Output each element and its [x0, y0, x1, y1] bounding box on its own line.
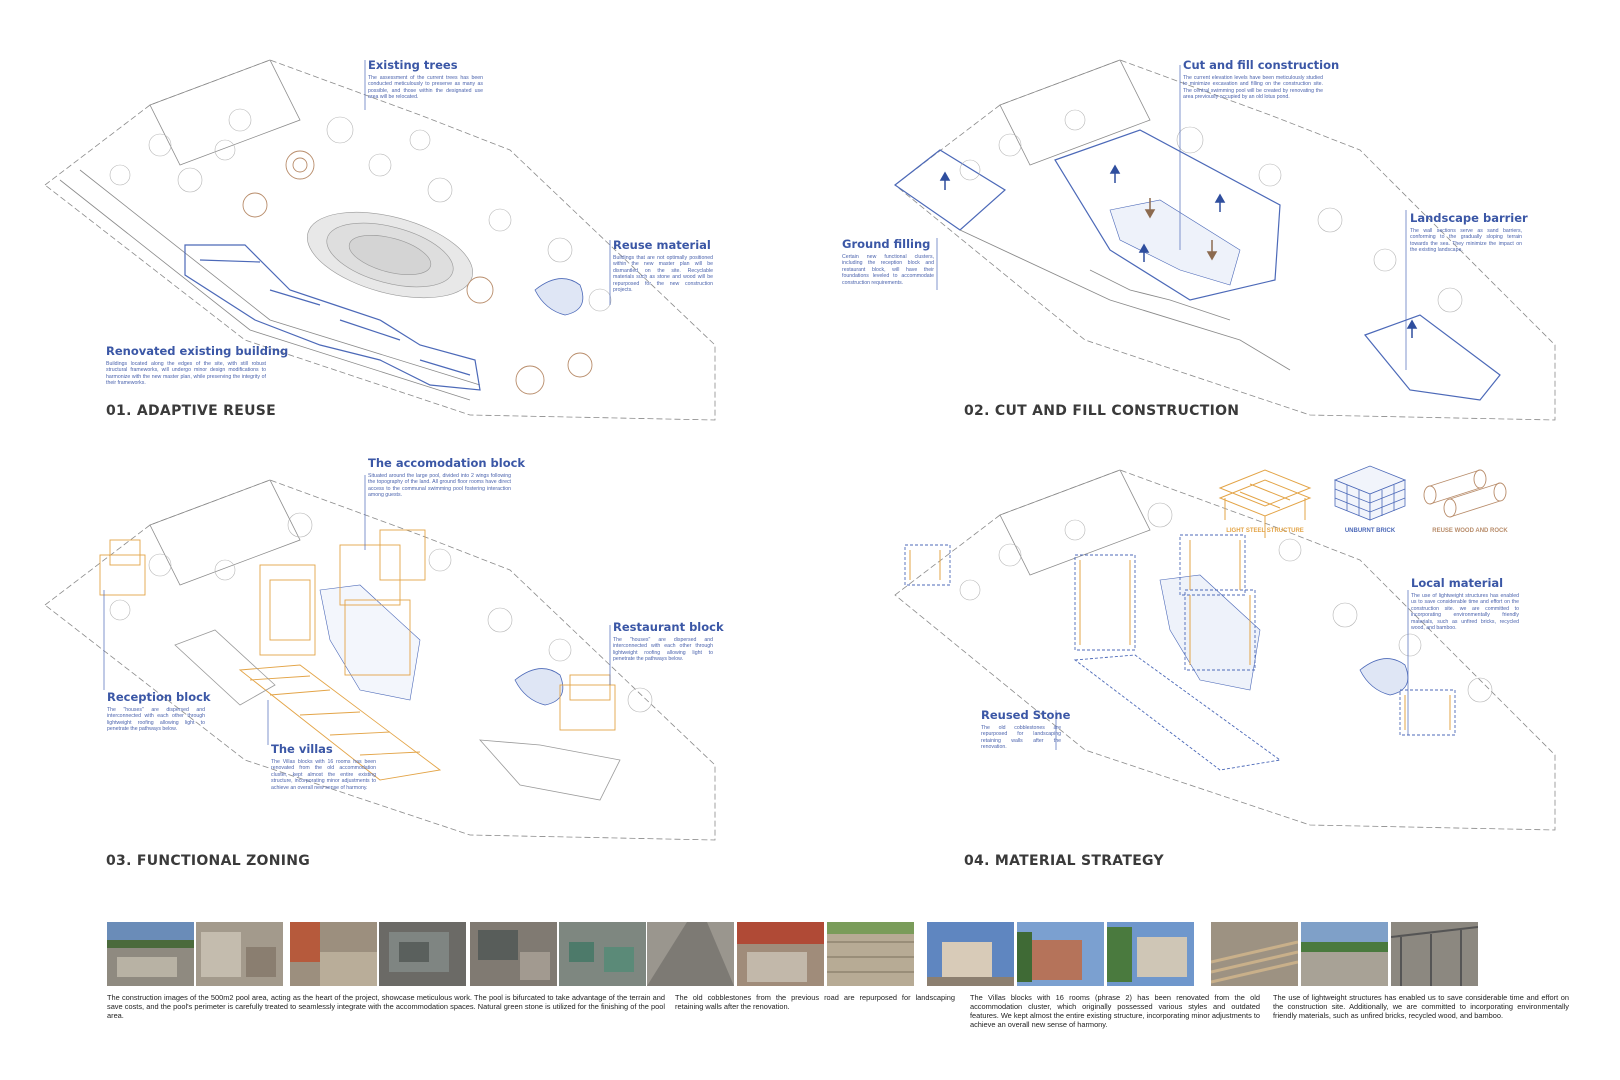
caption-lightweight-structures: The use of lightweight structures has en…: [1273, 993, 1569, 1020]
photo-pool-construction-5: [470, 922, 557, 986]
legend-light-steel-structure: LIGHT STEEL STRUCTURE: [1215, 528, 1315, 534]
legend-unburnt-brick: UNBURNT BRICK: [1320, 528, 1420, 534]
legend-light-steel-icon: [1218, 469, 1312, 538]
photo-cobblestone-1: [647, 922, 734, 986]
annotation-text: Certain new functional clusters, includi…: [842, 254, 934, 286]
adaptive-reuse-diagram: [44, 59, 716, 421]
annotation-text: The "houses" are dispersed and interconn…: [107, 707, 205, 733]
annotation-text: The old cobblestones are repurposed for …: [981, 725, 1061, 751]
annotation-heading: Reception block: [107, 690, 211, 704]
annotation-heading: Existing trees: [368, 58, 458, 72]
annotation-reused-stone: Reused Stone The old cobblestones are re…: [981, 708, 1071, 751]
caption-pool-construction: The construction images of the 500m2 poo…: [107, 993, 665, 1020]
photo-lightweight-1: [1211, 922, 1298, 986]
annotation-existing-trees: Existing trees The assessment of the cur…: [368, 58, 483, 101]
annotation-restaurant-block: Restaurant block The "houses" are disper…: [613, 620, 724, 663]
annotation-text: The wall sections serve as sand barriers…: [1410, 228, 1522, 254]
construction-photo-strip: [107, 922, 1562, 986]
annotation-landscape-barrier: Landscape barrier The wall sections serv…: [1410, 211, 1528, 254]
material-strategy-diagram: [894, 465, 1556, 831]
annotation-text: Situated around the large pool, divided …: [368, 473, 511, 499]
annotation-cut-and-fill-construction: Cut and fill construction The current el…: [1183, 58, 1340, 101]
panel-functional-zoning: The accomodation block Situated around t…: [0, 440, 810, 880]
annotation-heading: Local material: [1411, 576, 1504, 590]
annotation-text: Buildings located along the edges of the…: [106, 361, 266, 387]
annotation-text: The use of lightweight structures has en…: [1411, 593, 1519, 632]
legend-label: UNBURNT BRICK: [1344, 528, 1396, 534]
annotation-text: The "houses" are dispersed and interconn…: [613, 637, 713, 663]
panel-material-strategy: LIGHT STEEL STRUCTURE UNBURNT BRICK REUS…: [810, 440, 1620, 880]
annotation-reuse-material: Reuse material Buildings that are not op…: [613, 238, 713, 293]
panel-title: 02. CUT AND FILL CONSTRUCTION: [964, 403, 1240, 419]
annotation-local-material: Local material The use of lightweight st…: [1411, 576, 1519, 631]
legend-reuse-wood-and-rock: REUSE WOOD AND ROCK: [1420, 528, 1520, 534]
panel-cut-and-fill: Cut and fill construction The current el…: [810, 0, 1620, 440]
panel-adaptive-reuse: Existing trees The assessment of the cur…: [0, 0, 810, 440]
annotation-heading: The accomodation block: [368, 456, 526, 470]
functional-zoning-diagram: [44, 475, 716, 841]
photo-pool-construction-3: [290, 922, 377, 986]
annotation-heading: Landscape barrier: [1410, 211, 1528, 225]
caption-cobblestone: The old cobblestones from the previous r…: [675, 993, 955, 1011]
annotation-reception-block: Reception block The "houses" are dispers…: [107, 690, 211, 733]
annotation-the-villas: The villas The Villas blocks with 16 roo…: [271, 742, 376, 791]
legend-label: LIGHT STEEL STRUCTURE: [1226, 528, 1304, 534]
annotation-renovated-existing-building: Renovated existing building Buildings lo…: [106, 344, 289, 387]
annotation-heading: Restaurant block: [613, 620, 724, 634]
annotation-heading: Ground filling: [842, 237, 931, 251]
annotation-text: Buildings that are not optimally positio…: [613, 255, 713, 294]
photo-pool-construction-6: [559, 922, 646, 986]
legend-unburnt-brick-icon: [1333, 465, 1407, 521]
photo-pool-construction-2: [196, 922, 283, 986]
annotation-text: The Villas blocks with 16 rooms has been…: [271, 759, 376, 791]
photo-pool-construction-4: [379, 922, 466, 986]
photo-pool-construction-1: [107, 922, 194, 986]
annotation-heading: Reuse material: [613, 238, 711, 252]
annotation-ground-filling: Ground filling Certain new functional cl…: [842, 237, 934, 286]
cut-and-fill-diagram: [893, 59, 1556, 421]
legend-label: REUSE WOOD AND ROCK: [1432, 528, 1508, 534]
annotation-heading: The villas: [271, 742, 333, 756]
annotation-heading: Renovated existing building: [106, 344, 289, 358]
photo-villas-1: [927, 922, 1014, 986]
annotation-heading: Cut and fill construction: [1183, 58, 1340, 72]
panel-title: 01. ADAPTIVE REUSE: [106, 403, 277, 419]
annotation-text: The assessment of the current trees has …: [368, 75, 483, 101]
panel-title: 03. FUNCTIONAL ZONING: [106, 853, 311, 869]
photo-cobblestone-2: [737, 922, 824, 986]
photo-villas-3: [1107, 922, 1194, 986]
panel-title: 04. MATERIAL STRATEGY: [964, 853, 1164, 869]
photo-lightweight-3: [1391, 922, 1478, 986]
photo-cobblestone-3: [827, 922, 914, 986]
annotation-accomodation-block: The accomodation block Situated around t…: [368, 456, 526, 499]
annotation-text: The current elevation levels have been m…: [1183, 75, 1323, 101]
legend-reuse-wood-rock-icon: [1423, 469, 1507, 518]
photo-lightweight-2: [1301, 922, 1388, 986]
annotation-heading: Reused Stone: [981, 708, 1071, 722]
photo-villas-2: [1017, 922, 1104, 986]
caption-villas: The Villas blocks with 16 rooms (phrase …: [970, 993, 1260, 1029]
